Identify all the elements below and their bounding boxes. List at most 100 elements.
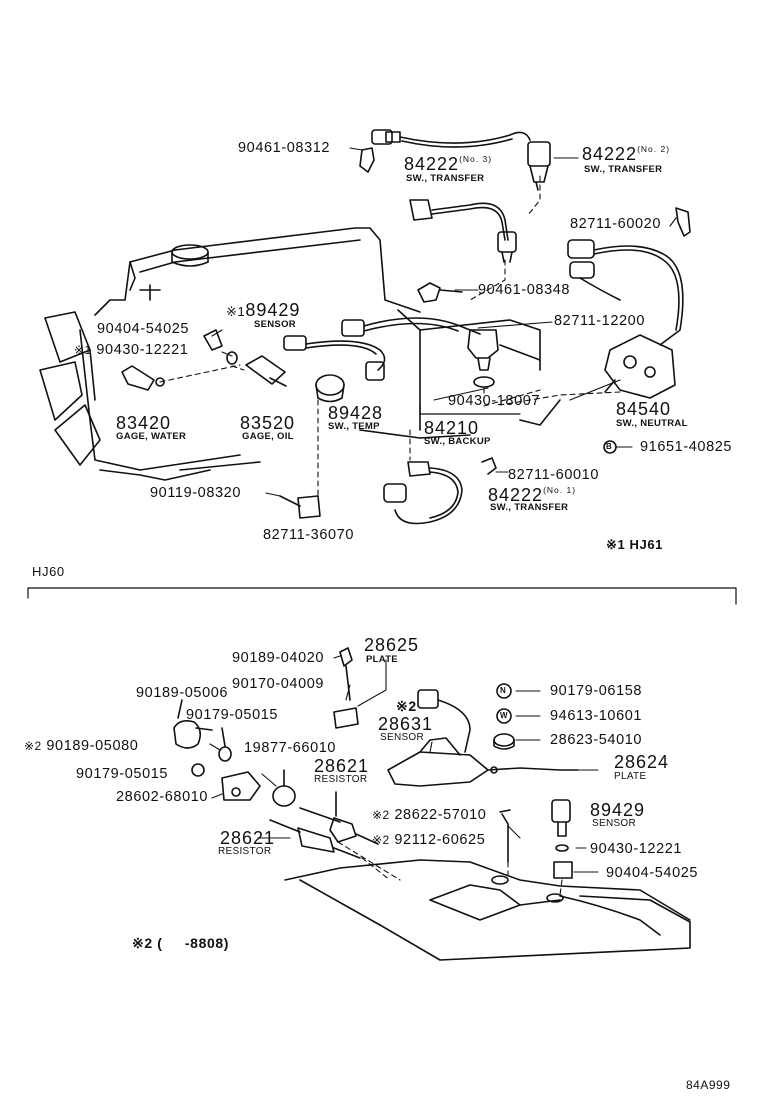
desc-28621-lower: RESISTOR	[218, 846, 272, 857]
nut-90179-05015	[218, 727, 232, 762]
label-28621-lower: 28621	[220, 828, 276, 848]
desc-84222-no2: SW., TRANSFER	[584, 164, 663, 175]
harness-84222-no1	[383, 457, 497, 525]
grommet-19877-66010	[272, 769, 296, 807]
bushing-28623-54010	[493, 733, 515, 750]
desc-84222-no3: SW., TRANSFER	[406, 173, 485, 184]
nut-90179-05015b	[191, 763, 205, 777]
switch-89428-temp	[365, 361, 385, 381]
label-91651-40825: 91651-40825	[640, 439, 733, 455]
harness-84222-no3	[371, 129, 531, 263]
label-92112-60625: ※2 92112-60625	[372, 833, 485, 848]
desc-28621-upper: RESISTOR	[314, 774, 368, 785]
label-94613-10601: 94613-10601	[550, 708, 643, 724]
label-84210: 84210	[424, 418, 480, 438]
label-90430-12221-top: ※1 90430-12221	[74, 343, 188, 358]
label-90430-12221-bottom: 90430-12221	[590, 841, 683, 857]
label-90404-54025-bottom: 90404-54025	[606, 865, 699, 881]
label-89429-top: ※189429	[226, 301, 300, 319]
section-divider	[27, 587, 737, 605]
label-83520: 83520	[240, 413, 296, 433]
clamp-82711-36070	[279, 495, 321, 519]
sensor-28631	[387, 689, 579, 787]
engine-block-outline	[79, 227, 561, 481]
label-90189-05006: 90189-05006	[136, 685, 229, 701]
mark: ※2	[372, 808, 390, 822]
desc-84210: SW., BACKUP	[424, 436, 491, 447]
label-84540: 84540	[616, 399, 672, 419]
desc-89428: SW., TEMP	[328, 421, 380, 432]
bolt-92112-60625	[499, 809, 511, 863]
suffix: (No. 1)	[543, 485, 577, 495]
bracket-84210	[419, 403, 521, 415]
label-90170-04009: 90170-04009	[232, 676, 325, 692]
label-84222-no1: 84222(No. 1)	[488, 486, 576, 504]
dashed-guides-top	[159, 175, 621, 497]
gage-83420-water	[121, 365, 165, 391]
mark: ※1	[74, 343, 92, 357]
part-number: 84222	[488, 485, 544, 505]
desc-84540: SW., NEUTRAL	[616, 418, 688, 429]
switch-84210-backup	[467, 329, 499, 388]
mark: ※2	[372, 833, 390, 847]
label-28631: 28631	[378, 714, 434, 734]
mark: ※2	[24, 739, 42, 753]
nut-90179-06158-icon	[496, 683, 512, 699]
label-19877-66010: 19877-66010	[244, 740, 337, 756]
cooling-fan	[39, 311, 101, 466]
clamp-90461-08312	[359, 147, 375, 173]
suffix: (No. 2)	[637, 144, 671, 154]
resistor-28621-upper	[299, 791, 379, 845]
label-82711-36070: 82711-36070	[263, 527, 354, 543]
label-82711-12200: 82711-12200	[554, 313, 645, 329]
gage-83520-oil	[315, 374, 345, 403]
label-90119-08320: 90119-08320	[150, 485, 241, 501]
label-90461-08312: 90461-08312	[238, 140, 331, 156]
part-number: 92112-60625	[394, 832, 486, 848]
harness-82711-12200	[341, 317, 481, 337]
label-90189-04020: 90189-04020	[232, 650, 325, 666]
desc-28625: PLATE	[366, 654, 398, 665]
label-89428: 89428	[328, 403, 384, 423]
filler-cap	[171, 244, 209, 267]
figure-code: 84A999	[686, 1078, 731, 1092]
switch-84540-neutral	[604, 334, 676, 399]
clamp-90461-08348	[417, 282, 463, 303]
label-28623-54010: 28623-54010	[550, 732, 643, 748]
marker-b: B	[606, 442, 613, 451]
label-28622-57010: ※2 28622-57010	[372, 808, 486, 823]
part-number: 90430-12221	[96, 342, 189, 358]
label-83420: 83420	[116, 413, 172, 433]
label-84222-no3: 84222(No. 3)	[404, 155, 492, 173]
label-84222-no2: 84222(No. 2)	[582, 145, 670, 163]
note-8808: ※2 ( -8808)	[132, 935, 229, 951]
label-89429-bottom: 89429	[590, 800, 646, 820]
desc-89429-top: SENSOR	[254, 319, 296, 330]
plate-28625	[333, 647, 359, 729]
label-90461-08348: 90461-08348	[478, 282, 571, 298]
label-82711-60020: 82711-60020	[570, 216, 661, 232]
label-90179-06158: 90179-06158	[550, 683, 643, 699]
desc-83420: GAGE, WATER	[116, 431, 187, 442]
desc-28624: PLATE	[614, 771, 647, 782]
sensor-89429-bottom	[551, 799, 573, 879]
label-28621-upper: 28621	[314, 756, 370, 776]
marker-n: N	[500, 686, 507, 695]
label-90189-05080: ※2 90189-05080	[24, 739, 138, 754]
desc-84222-no1: SW., TRANSFER	[490, 502, 569, 513]
label-90179-05015b: 90179-05015	[76, 766, 169, 782]
part-number: 84222	[582, 144, 638, 164]
mark-28631: ※2	[396, 698, 417, 714]
suffix: (No. 3)	[459, 154, 493, 164]
part-number: 89429	[245, 300, 301, 320]
label-82711-60010: 82711-60010	[508, 467, 599, 483]
leader-lines-top	[211, 147, 677, 497]
mark: ※1	[226, 304, 246, 319]
cylinder-head-outline	[284, 859, 691, 961]
leader-lines-bottom	[209, 655, 599, 873]
label-90430-18007: 90430-18007	[448, 393, 541, 409]
section-label-hj60: HJ60	[32, 564, 65, 579]
bracket-28602-68010	[221, 771, 261, 801]
